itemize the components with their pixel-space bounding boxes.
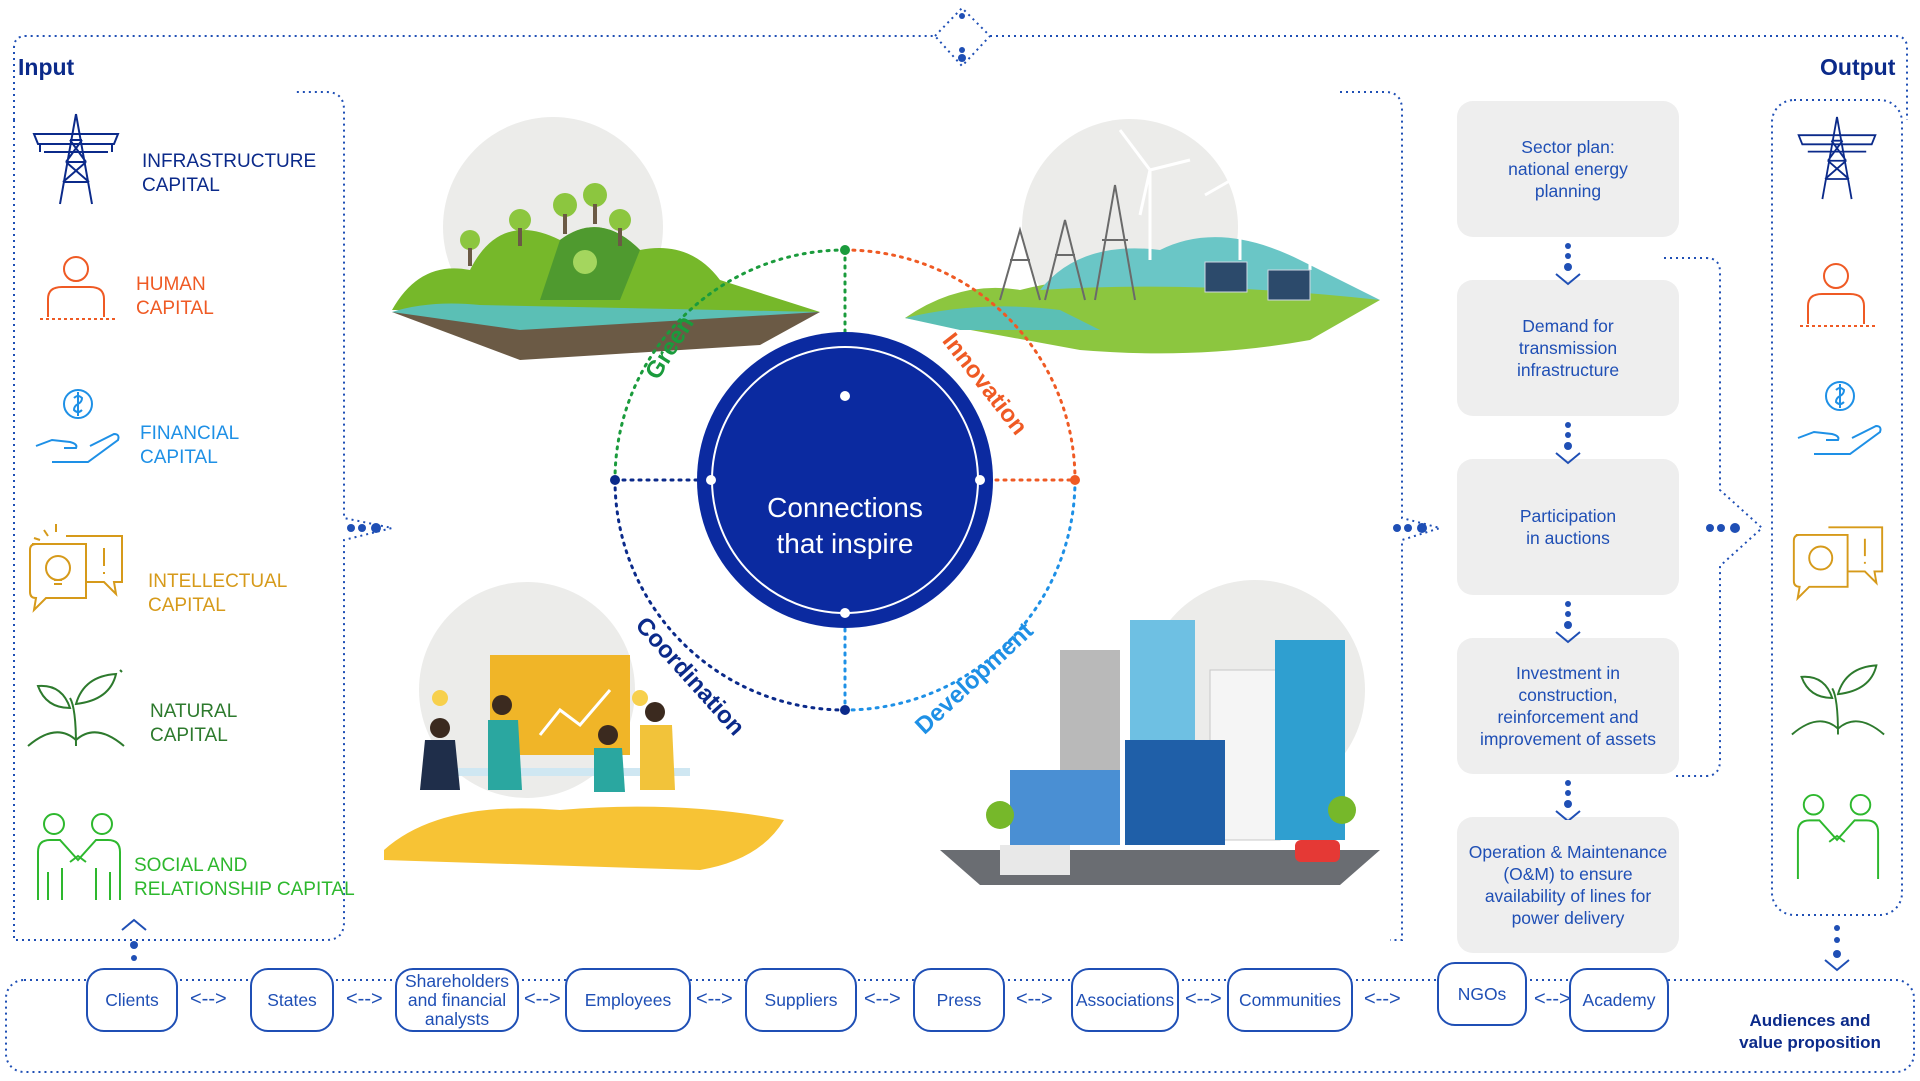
audience-suppliers: Suppliers — [745, 968, 857, 1032]
bidirectional-arrow-icon: <--> — [190, 988, 227, 1010]
bidirectional-arrow-icon: <--> — [346, 988, 383, 1010]
city-buildings-illustration — [940, 620, 1380, 885]
process-arrows — [1555, 243, 1581, 820]
audience-ngos: NGOs — [1437, 962, 1527, 1026]
sprout-icon — [1791, 664, 1885, 736]
input-label: Input — [18, 54, 75, 80]
audience-clients: Clients — [86, 968, 178, 1032]
center-title: Connections that inspire — [695, 490, 995, 562]
person-icon — [40, 256, 118, 320]
output-label: Output — [1820, 54, 1896, 80]
transmission-tower-icon — [1797, 116, 1877, 200]
handshake-icon — [37, 813, 121, 900]
bidirectional-arrow-icon: <--> — [696, 988, 733, 1010]
center-title-line1: Connections — [767, 492, 923, 523]
audience-press: Press — [913, 968, 1005, 1032]
green-landscape-illustration — [392, 183, 820, 360]
sprout-icon — [27, 669, 125, 747]
team-meeting-illustration — [384, 655, 784, 870]
person-icon — [1800, 263, 1878, 327]
bidirectional-arrow-icon: <--> — [864, 988, 901, 1010]
audiences-title-line1: Audiences and — [1749, 1011, 1871, 1030]
audience-communities: Communities — [1227, 968, 1353, 1032]
bidirectional-arrow-icon: <--> — [524, 988, 561, 1010]
bidirectional-arrow-icon: <--> — [1364, 988, 1401, 1010]
audience-associations: Associations — [1071, 968, 1179, 1032]
bidirectional-arrow-icon: <--> — [1016, 988, 1053, 1010]
lightbulb-icon — [29, 524, 123, 613]
hand-coin-icon — [1797, 381, 1882, 455]
center-title-line2: that inspire — [776, 528, 914, 559]
audience-states: States — [250, 968, 334, 1032]
wind-energy-illustration — [905, 129, 1380, 354]
lightbulb-icon — [1792, 526, 1884, 602]
handshake-icon — [1796, 793, 1880, 880]
bidirectional-arrow-icon: <--> — [1185, 988, 1222, 1010]
central-diagram — [384, 117, 1380, 885]
audiences-title: Audiences and value proposition — [1710, 1010, 1910, 1054]
audience-employees: Employees — [565, 968, 691, 1032]
audiences-title-line2: value proposition — [1739, 1033, 1881, 1052]
transmission-tower-icon — [32, 113, 120, 205]
audience-academy: Academy — [1569, 968, 1669, 1032]
bidirectional-arrow-icon: <--> — [1534, 988, 1571, 1010]
hand-coin-icon — [35, 389, 120, 463]
